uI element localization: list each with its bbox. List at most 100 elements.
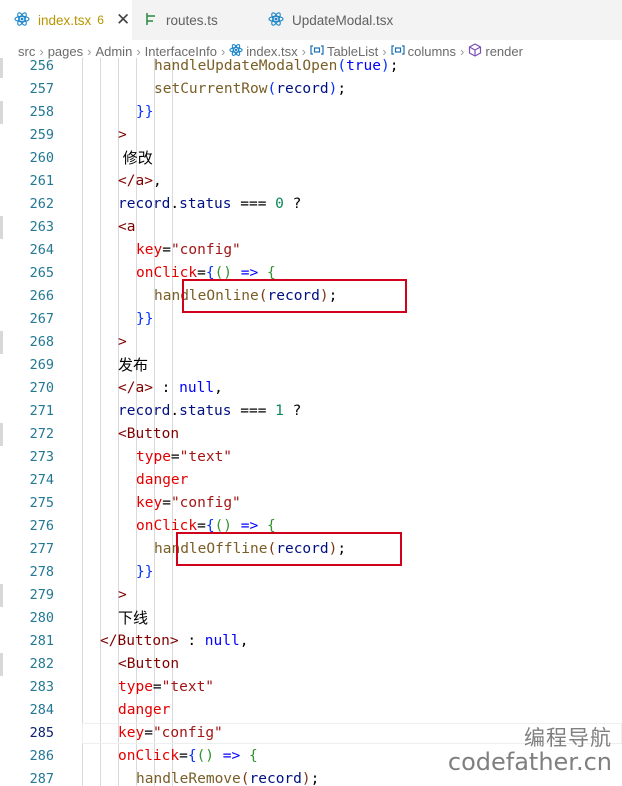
code-token: === (231, 196, 276, 212)
gutter-change-marker (0, 423, 3, 446)
line-number: 279 (29, 587, 54, 603)
code-token: ( (240, 771, 250, 786)
code-token: ) (301, 771, 311, 786)
line-number: 267 (29, 311, 54, 327)
code-line[interactable]: }} (136, 308, 153, 331)
code-line[interactable]: > (118, 124, 127, 147)
code-line[interactable]: > (118, 331, 127, 354)
breadcrumb-item[interactable]: TableList (310, 44, 378, 59)
code-line[interactable]: onClick={() => { (118, 745, 258, 768)
tab-updatemodal-tsx[interactable]: UpdateModal.tsx (256, 0, 416, 40)
breadcrumb-item[interactable]: src (18, 44, 35, 59)
code-line[interactable]: danger (136, 469, 188, 492)
line-number: 271 (29, 403, 54, 419)
code-token: ; (389, 58, 399, 74)
breadcrumb-label: columns (407, 43, 457, 59)
breadcrumb-label: index.tsx (246, 43, 298, 59)
problem-count-badge: 6 (97, 13, 104, 27)
code-line[interactable]: record.status === 1 ? (118, 400, 301, 423)
code-line[interactable]: danger (118, 699, 170, 722)
code-line[interactable]: onClick={() => { (136, 262, 276, 285)
breadcrumb: src›pages›Admin›InterfaceInfo›index.tsx›… (0, 40, 622, 62)
code-line[interactable]: onClick={() => { (136, 515, 276, 538)
code-line[interactable]: handleUpdateModalOpen(true); (154, 58, 398, 78)
line-number: 280 (29, 610, 54, 626)
chevron-right-icon: › (39, 43, 44, 59)
code-line[interactable]: </a>, (118, 170, 162, 193)
tab-index-tsx[interactable]: index.tsx 6 ✕ (0, 0, 132, 40)
line-number: 262 (29, 196, 54, 212)
code-token: ( (258, 288, 268, 304)
tab-label: index.tsx (38, 12, 92, 28)
gutter-change-marker (0, 101, 3, 124)
code-line[interactable]: key="config" (136, 492, 241, 515)
code-line[interactable]: }} (136, 561, 153, 584)
code-line[interactable]: record.status === 0 ? (118, 193, 301, 216)
line-number: 278 (29, 564, 54, 580)
breadcrumb-item[interactable]: render (468, 42, 523, 60)
code-line[interactable]: <Button (118, 653, 179, 676)
breadcrumb-item[interactable]: Admin (95, 44, 132, 59)
chevron-right-icon: › (460, 43, 465, 59)
code-token: ; (310, 771, 320, 786)
code-line[interactable]: setCurrentRow(record); (154, 78, 346, 101)
breadcrumb-item[interactable]: columns (390, 43, 457, 59)
variable-icon (390, 44, 405, 59)
code-token: ( (337, 58, 347, 74)
code-line[interactable]: </Button> : null, (100, 630, 248, 653)
code-line[interactable]: handleOnline(record); (154, 285, 337, 308)
breadcrumb-label: Admin (95, 43, 133, 59)
line-number: 272 (29, 426, 54, 442)
line-number: 258 (29, 104, 54, 120)
breadcrumb-item[interactable]: pages (48, 44, 83, 59)
code-line[interactable]: type="text" (118, 676, 214, 699)
code-token: record (267, 288, 320, 304)
line-number: 264 (29, 242, 54, 258)
line-number: 257 (29, 81, 54, 97)
code-token: { (240, 748, 258, 764)
breadcrumb-item[interactable]: InterfaceInfo (145, 44, 217, 59)
code-line[interactable]: 下线 (118, 607, 148, 631)
code-token: = (144, 725, 153, 741)
gutter-change-marker (0, 584, 3, 607)
code-token: </ (118, 380, 136, 396)
code-token: < (118, 219, 127, 235)
code-line[interactable]: <Button (118, 423, 179, 446)
code-token: ; (328, 288, 338, 304)
code-token (214, 748, 223, 764)
code-token: record (249, 771, 302, 786)
routes-icon (144, 11, 158, 30)
react-icon (14, 11, 30, 30)
code-line[interactable]: key="config" (136, 239, 241, 262)
code-token: ? (283, 196, 302, 212)
tab-routes-ts[interactable]: routes.ts (132, 0, 256, 40)
code-token: ) (328, 81, 338, 97)
code-token: danger (118, 702, 171, 718)
code-line[interactable]: > (118, 584, 127, 607)
code-line[interactable]: handleOffline(record); (154, 538, 346, 561)
code-line[interactable]: }} (136, 101, 153, 124)
code-line[interactable]: key="config" (118, 722, 223, 745)
breadcrumb-item[interactable]: index.tsx (229, 43, 298, 60)
code-token: : (152, 380, 180, 396)
code-line[interactable]: handleRemove(record); (136, 768, 319, 786)
code-token: status (179, 196, 232, 212)
line-number: 265 (29, 265, 54, 281)
code-line[interactable]: 发布 (118, 354, 148, 378)
code-token: () (214, 518, 233, 534)
code-line[interactable]: type="text" (136, 446, 232, 469)
code-token: () (196, 748, 215, 764)
code-token: = (170, 449, 180, 465)
code-line[interactable]: <a (118, 216, 135, 239)
code-token: ) (319, 288, 329, 304)
close-icon[interactable]: ✕ (115, 10, 131, 29)
code-token: Button (126, 656, 180, 672)
line-number: 263 (29, 219, 54, 235)
code-line[interactable]: 修改 (118, 147, 153, 171)
code-token: > (118, 127, 127, 143)
react-icon (229, 43, 243, 60)
code-token: > (118, 334, 127, 350)
code-line[interactable]: </a> : null, (118, 377, 223, 400)
code-token: handleOffline (154, 541, 268, 557)
